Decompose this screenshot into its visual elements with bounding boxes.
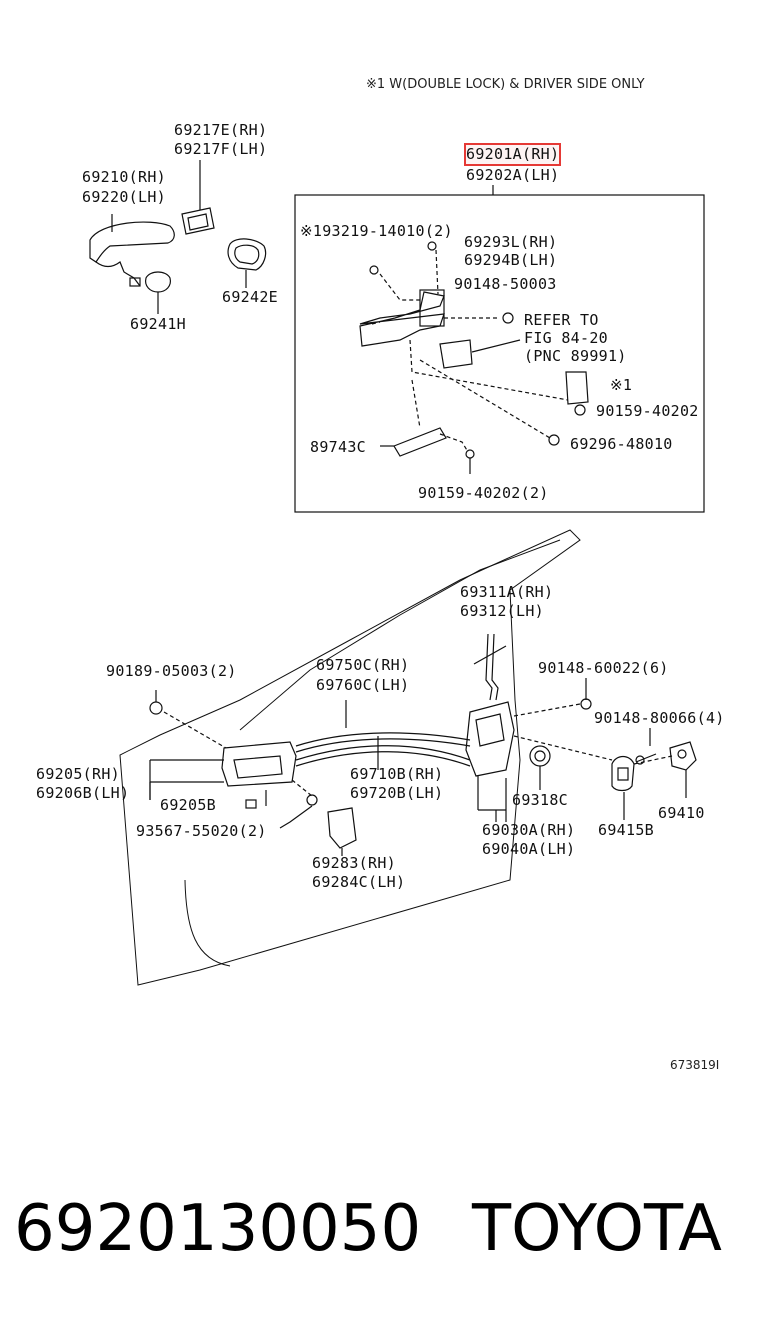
label-69220[interactable]: 69220(LH) xyxy=(82,188,166,206)
label-69294b[interactable]: 69294B(LH) xyxy=(464,251,558,269)
refer-line-3: (PNC 89991) xyxy=(524,347,627,365)
lock-motor xyxy=(439,339,473,369)
label-69283[interactable]: 69283(RH) xyxy=(312,854,396,872)
label-69217e[interactable]: 69217E(RH) xyxy=(174,121,268,139)
refer-line-1: REFER TO xyxy=(524,311,599,329)
label-90148-50003[interactable]: 90148-50003 xyxy=(454,275,557,293)
label-90189[interactable]: 90189-05003(2) xyxy=(106,662,237,680)
label-69284c[interactable]: 69284C(LH) xyxy=(312,873,406,891)
label-69206b[interactable]: 69206B(LH) xyxy=(36,784,130,802)
refer-line-2[interactable]: FIG 84-20 xyxy=(524,329,608,347)
lock-rod xyxy=(485,633,493,701)
label-69760c[interactable]: 69760C(LH) xyxy=(316,676,410,694)
label-69201a-highlighted[interactable]: 69201A(RH) xyxy=(463,143,562,166)
label-90159-40202-2[interactable]: 90159-40202(2) xyxy=(418,484,549,502)
label-69318c[interactable]: 69318C xyxy=(512,791,568,809)
handle-pad xyxy=(227,238,267,271)
footer-part-number: 6920130050 xyxy=(14,1192,422,1266)
grommet xyxy=(529,745,551,767)
label-69040a[interactable]: 69040A(LH) xyxy=(482,840,576,858)
label-69202a[interactable]: 69202A(LH) xyxy=(466,166,560,184)
label-69710b[interactable]: 69710B(RH) xyxy=(350,765,444,783)
key-cylinder-rod xyxy=(393,427,447,457)
cable-69750c xyxy=(295,732,471,747)
label-69296[interactable]: 69296-48010 xyxy=(570,435,673,453)
lock-bracket xyxy=(565,371,589,405)
label-69415b[interactable]: 69415B xyxy=(598,821,654,839)
handle-bezel xyxy=(327,807,357,849)
striker-shim xyxy=(611,755,635,792)
door-outline xyxy=(119,529,581,986)
label-69205[interactable]: 69205(RH) xyxy=(36,765,120,783)
label-69217f[interactable]: 69217F(LH) xyxy=(174,140,268,158)
label-69241h[interactable]: 69241H xyxy=(130,315,186,333)
label-93567[interactable]: 93567-55020(2) xyxy=(136,822,267,840)
label-193219[interactable]: ※193219-14010(2) xyxy=(300,222,453,240)
label-89743c[interactable]: 89743C xyxy=(310,438,366,456)
handle-cover xyxy=(181,207,215,235)
assembly-detail-box xyxy=(294,194,705,513)
label-69312[interactable]: 69312(LH) xyxy=(460,602,544,620)
label-69242e[interactable]: 69242E xyxy=(222,288,278,306)
label-69205b[interactable]: 69205B xyxy=(160,796,216,814)
striker xyxy=(669,741,697,771)
label-star1: ※1 xyxy=(610,376,633,394)
inside-handle xyxy=(221,741,297,787)
label-69293l[interactable]: 69293L(RH) xyxy=(464,233,558,251)
lock-assembly-link xyxy=(359,291,445,347)
footer-brand: TOYOTA xyxy=(472,1192,722,1266)
handle-pad-small xyxy=(145,271,171,293)
label-90148-60022[interactable]: 90148-60022(6) xyxy=(538,659,669,677)
label-69311a[interactable]: 69311A(RH) xyxy=(460,583,554,601)
cable-69710b xyxy=(295,745,471,761)
label-90148-80066[interactable]: 90148-80066(4) xyxy=(594,709,725,727)
label-69030a[interactable]: 69030A(RH) xyxy=(482,821,576,839)
label-90159-40202[interactable]: 90159-40202 xyxy=(596,402,699,420)
label-69720b[interactable]: 69720B(LH) xyxy=(350,784,444,802)
note-text: ※1 W(DOUBLE LOCK) & DRIVER SIDE ONLY xyxy=(366,77,645,92)
outside-handle xyxy=(89,221,175,263)
label-69210[interactable]: 69210(RH) xyxy=(82,168,166,186)
label-69410[interactable]: 69410 xyxy=(658,804,705,822)
diagram-reference-code: 673819I xyxy=(670,1058,720,1072)
door-lock xyxy=(465,701,515,777)
label-69750c[interactable]: 69750C(RH) xyxy=(316,656,410,674)
